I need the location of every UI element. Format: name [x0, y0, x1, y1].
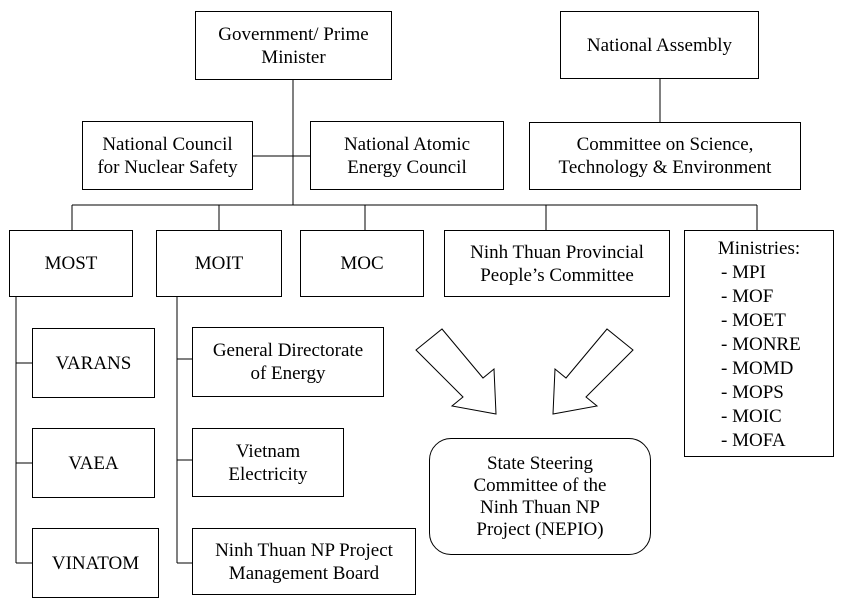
general-directorate-box: General Directorate of Energy	[192, 327, 384, 397]
ministry-item: - MOET	[721, 310, 786, 331]
vietnam-electricity-label: Vietnam Electricity	[228, 440, 308, 485]
moit-label: MOIT	[194, 253, 244, 274]
committee-science-label: Committee on Science, Technology & Envir…	[558, 134, 772, 178]
atomic-energy-council-label: National Atomic Energy Council	[343, 133, 471, 178]
ministry-item: - MOPS	[721, 382, 784, 403]
ministries-title: Ministries:	[717, 238, 801, 259]
ministry-item: - MOFA	[721, 430, 786, 451]
ministries-box: Ministries: - MPI - MOF - MOET - MONRE -…	[684, 230, 834, 457]
national-assembly-label: National Assembly	[586, 34, 733, 56]
moc-label: MOC	[340, 253, 384, 274]
steering-committee-box: State Steering Committee of the Ninh Thu…	[429, 438, 651, 555]
moit-box: MOIT	[156, 230, 282, 297]
most-box: MOST	[9, 230, 133, 297]
arrow-right	[552, 328, 634, 415]
government-label: Government/ Prime Minister	[218, 23, 369, 68]
nuclear-safety-council-box: National Council for Nuclear Safety	[82, 121, 253, 190]
ministry-item: - MOF	[721, 286, 774, 307]
most-label: MOST	[44, 253, 98, 274]
ninh-thuan-committee-box: Ninh Thuan Provincial People’s Committee	[444, 230, 670, 297]
ministry-item: - MOIC	[721, 406, 782, 427]
ninh-thuan-committee-label: Ninh Thuan Provincial People’s Committee	[470, 241, 644, 286]
steering-committee-label: State Steering Committee of the Ninh Thu…	[473, 452, 607, 540]
vaea-label: VAEA	[68, 452, 119, 474]
varans-box: VARANS	[32, 328, 155, 398]
government-box: Government/ Prime Minister	[195, 11, 392, 80]
ministry-item: - MONRE	[721, 334, 801, 355]
atomic-energy-council-box: National Atomic Energy Council	[310, 121, 504, 190]
general-directorate-label: General Directorate of Energy	[212, 340, 364, 384]
ministries-list: - MPI - MOF - MOET - MONRE - MOMD - MOPS…	[685, 261, 833, 453]
varans-label: VARANS	[55, 352, 132, 374]
national-assembly-box: National Assembly	[560, 11, 759, 79]
committee-science-box: Committee on Science, Technology & Envir…	[529, 122, 801, 190]
vaea-box: VAEA	[32, 428, 155, 498]
project-board-label: Ninh Thuan NP Project Management Board	[215, 539, 393, 584]
ministry-item: - MOMD	[721, 358, 794, 379]
vinatom-box: VINATOM	[32, 528, 159, 598]
ministry-item: - MPI	[721, 262, 766, 283]
vietnam-electricity-box: Vietnam Electricity	[192, 428, 344, 497]
project-board-box: Ninh Thuan NP Project Management Board	[192, 528, 416, 595]
vinatom-label: VINATOM	[51, 552, 140, 574]
arrow-left	[415, 328, 497, 415]
moc-box: MOC	[300, 230, 424, 297]
nuclear-safety-council-label: National Council for Nuclear Safety	[97, 133, 238, 178]
